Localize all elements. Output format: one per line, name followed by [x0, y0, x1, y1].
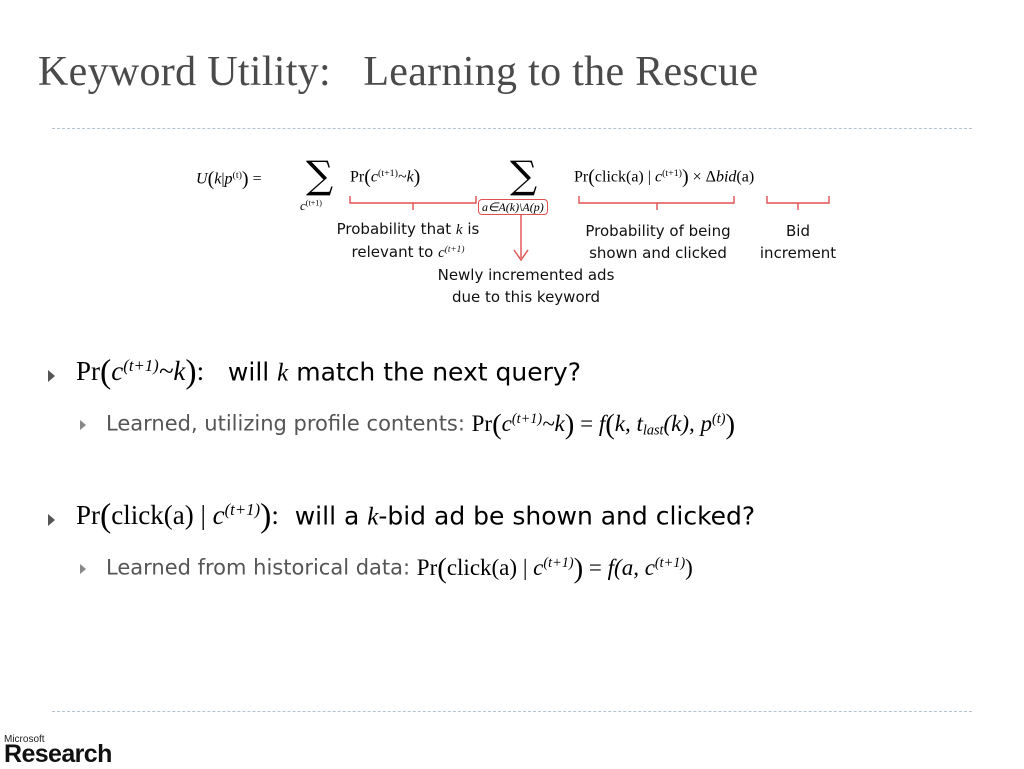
eq-p: p — [224, 170, 233, 188]
bullet-2-sub: Learned from historical data: Pr(click(a… — [106, 552, 693, 584]
sum1-subscript: c(t+1) — [300, 198, 322, 213]
pr-relevance-term: Pr(c(t+1)~k) — [350, 166, 421, 188]
bullet-1: Pr(c(t+1)~k): will k match the next quer… — [76, 354, 581, 391]
pr-click-term: Pr(click(a) | c(t+1)) × Δbid(a) — [574, 166, 755, 188]
bullet-1-sub: Learned, utilizing profile contents: Pr(… — [106, 408, 736, 440]
sum2-subscript: a∈A(k)\A(p) — [478, 198, 548, 216]
logo-research: Research — [4, 740, 112, 768]
equation-braces — [349, 196, 830, 262]
bullet-2-marker — [48, 514, 55, 526]
top-divider — [52, 128, 972, 129]
logo-microsoft: Microsoft — [4, 734, 45, 745]
arrow-newly-head — [513, 249, 529, 262]
bullet-2-sub-marker — [80, 564, 86, 574]
bullet-1-sub-marker — [80, 420, 86, 430]
brace-shown-clicked — [578, 196, 735, 210]
brace-bid — [766, 196, 830, 210]
sum1-symbol: ∑ — [306, 153, 334, 197]
bullet-2: Pr(click(a) | c(t+1)): will a k-bid ad b… — [76, 498, 756, 535]
annotation-newly-incremented: Newly incremented ads due to this keywor… — [437, 266, 615, 306]
bottom-divider — [52, 711, 972, 712]
equation-lhs: U(k|p(t)) = — [196, 168, 262, 190]
eq-u: U — [196, 170, 208, 188]
sum2-symbol: ∑ — [510, 153, 538, 197]
brace-relevance — [349, 196, 477, 210]
slide-title: Keyword Utility: Learning to the Rescue — [38, 49, 759, 95]
annotation-relevance: Probability that k is relevant to c(t+1) — [336, 220, 480, 261]
sum2-subscript-box: a∈A(k)\A(p) — [478, 199, 548, 215]
annotation-shown-clicked: Probability of being shown and clicked — [585, 222, 731, 262]
eq-p-sup: (t) — [232, 169, 242, 181]
annotation-bid-increment: Bid increment — [759, 222, 837, 262]
bullet-1-marker — [48, 370, 55, 382]
eq-k: k — [214, 170, 222, 188]
eq-equals: = — [252, 170, 262, 188]
